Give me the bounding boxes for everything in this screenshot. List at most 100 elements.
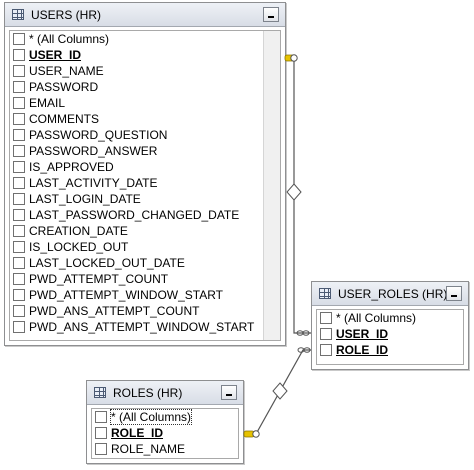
column-row[interactable]: ROLE_ID: [317, 342, 463, 358]
column-checkbox[interactable]: [13, 273, 25, 285]
user-roles-title-bar[interactable]: USER_ROLES (HR): [312, 282, 468, 306]
column-checkbox[interactable]: [13, 177, 25, 189]
column-checkbox[interactable]: [320, 344, 332, 356]
column-checkbox[interactable]: [13, 209, 25, 221]
column-checkbox[interactable]: [95, 411, 107, 423]
column-checkbox[interactable]: [13, 289, 25, 301]
column-row[interactable]: IS_LOCKED_OUT: [10, 239, 280, 255]
column-checkbox[interactable]: [13, 65, 25, 77]
column-checkbox[interactable]: [13, 33, 25, 45]
column-checkbox[interactable]: [13, 257, 25, 269]
roles-column-list[interactable]: * (All Columns) ROLE_ID ROLE_NAME: [91, 408, 239, 459]
column-row[interactable]: * (All Columns): [10, 31, 280, 47]
column-row[interactable]: LAST_LOGIN_DATE: [10, 191, 280, 207]
column-row[interactable]: IS_APPROVED: [10, 159, 280, 175]
users-user-roles-relationship[interactable]: [284, 54, 311, 336]
column-label: IS_LOCKED_OUT: [29, 240, 129, 254]
column-label: USER_ID: [336, 327, 389, 341]
column-label: COMMENTS: [29, 112, 99, 126]
column-checkbox[interactable]: [13, 321, 25, 333]
column-checkbox[interactable]: [13, 81, 25, 93]
column-label: * (All Columns): [29, 32, 110, 46]
column-checkbox[interactable]: [13, 161, 25, 173]
column-row[interactable]: EMAIL: [10, 95, 280, 111]
column-row[interactable]: LAST_LOCKED_OUT_DATE: [10, 255, 280, 271]
column-checkbox[interactable]: [13, 193, 25, 205]
column-checkbox[interactable]: [13, 49, 25, 61]
roles-table[interactable]: ROLES (HR) * (All Columns) ROLE_ID ROLE_…: [86, 380, 244, 464]
column-row[interactable]: USER_NAME: [10, 63, 280, 79]
vertical-scrollbar[interactable]: [263, 31, 280, 340]
column-row[interactable]: PWD_ATTEMPT_COUNT: [10, 271, 280, 287]
column-label: PASSWORD_ANSWER: [29, 144, 158, 158]
column-label: PWD_ANS_ATTEMPT_COUNT: [29, 304, 200, 318]
column-checkbox[interactable]: [13, 305, 25, 317]
column-row[interactable]: USER_ID: [10, 47, 280, 63]
column-label: ROLE_ID: [111, 426, 164, 440]
users-column-list[interactable]: * (All Columns) USER_ID USER_NAME PASSWO…: [9, 30, 281, 341]
column-checkbox[interactable]: [95, 427, 107, 439]
users-table[interactable]: USERS (HR) * (All Columns) USER_ID USER_…: [4, 2, 286, 346]
infinity-endpoint-icon: [297, 347, 311, 353]
column-checkbox[interactable]: [13, 113, 25, 125]
column-row[interactable]: PWD_ATTEMPT_WINDOW_START: [10, 287, 280, 303]
column-row[interactable]: LAST_PASSWORD_CHANGED_DATE: [10, 207, 280, 223]
column-label: IS_APPROVED: [29, 160, 114, 174]
user-roles-table[interactable]: USER_ROLES (HR) * (All Columns) USER_ID …: [311, 281, 469, 370]
roles-title: ROLES (HR): [113, 386, 183, 400]
column-row[interactable]: * (All Columns): [92, 409, 238, 425]
column-label: LAST_LOCKED_OUT_DATE: [29, 256, 185, 270]
table-icon: [319, 288, 331, 299]
column-checkbox[interactable]: [13, 145, 25, 157]
user-roles-column-list[interactable]: * (All Columns) USER_ID ROLE_ID: [316, 309, 464, 365]
column-checkbox[interactable]: [13, 129, 25, 141]
minimize-button[interactable]: [446, 286, 462, 301]
column-label: LAST_ACTIVITY_DATE: [29, 176, 158, 190]
users-title: USERS (HR): [31, 8, 102, 22]
table-icon: [12, 9, 24, 20]
column-checkbox[interactable]: [13, 97, 25, 109]
column-row[interactable]: PASSWORD_ANSWER: [10, 143, 280, 159]
column-checkbox[interactable]: [13, 225, 25, 237]
relationship-diamond-icon: [272, 382, 288, 400]
column-checkbox[interactable]: [320, 312, 332, 324]
column-row[interactable]: USER_ID: [317, 326, 463, 342]
column-row[interactable]: ROLE_ID: [92, 425, 238, 441]
column-row[interactable]: PWD_ANS_ATTEMPT_COUNT: [10, 303, 280, 319]
column-row[interactable]: PASSWORD: [10, 79, 280, 95]
column-label: * (All Columns): [336, 311, 417, 325]
column-row[interactable]: COMMENTS: [10, 111, 280, 127]
column-checkbox[interactable]: [13, 241, 25, 253]
column-label: PWD_ANS_ATTEMPT_WINDOW_START: [29, 320, 255, 334]
column-label: ROLE_ID: [336, 343, 389, 357]
minimize-button[interactable]: [263, 7, 279, 22]
column-row[interactable]: LAST_ACTIVITY_DATE: [10, 175, 280, 191]
column-checkbox[interactable]: [320, 328, 332, 340]
column-label: CREATION_DATE: [29, 224, 128, 238]
column-label: LAST_LOGIN_DATE: [29, 192, 141, 206]
key-endpoint-icon: [243, 430, 260, 438]
column-checkbox[interactable]: [95, 443, 107, 455]
column-label: PWD_ATTEMPT_COUNT: [29, 272, 169, 286]
user-roles-title: USER_ROLES (HR): [338, 287, 448, 301]
column-row[interactable]: ROLE_NAME: [92, 441, 238, 457]
relationship-diamond-icon: [286, 183, 302, 201]
table-icon: [94, 387, 106, 398]
infinity-endpoint-icon: [296, 330, 310, 336]
column-label: PWD_ATTEMPT_WINDOW_START: [29, 288, 224, 302]
column-label: PASSWORD_QUESTION: [29, 128, 168, 142]
minimize-button[interactable]: [221, 385, 237, 400]
roles-title-bar[interactable]: ROLES (HR): [87, 381, 243, 405]
key-endpoint-icon: [284, 54, 298, 62]
column-row[interactable]: * (All Columns): [317, 310, 463, 326]
roles-user-roles-relationship[interactable]: [243, 347, 311, 438]
column-label: ROLE_NAME: [111, 442, 186, 456]
column-label: USER_ID: [29, 48, 82, 62]
column-label: LAST_PASSWORD_CHANGED_DATE: [29, 208, 240, 222]
column-row[interactable]: PWD_ANS_ATTEMPT_WINDOW_START: [10, 319, 280, 335]
column-row[interactable]: PASSWORD_QUESTION: [10, 127, 280, 143]
users-title-bar[interactable]: USERS (HR): [5, 3, 285, 27]
column-label: PASSWORD: [29, 80, 99, 94]
column-row[interactable]: CREATION_DATE: [10, 223, 280, 239]
